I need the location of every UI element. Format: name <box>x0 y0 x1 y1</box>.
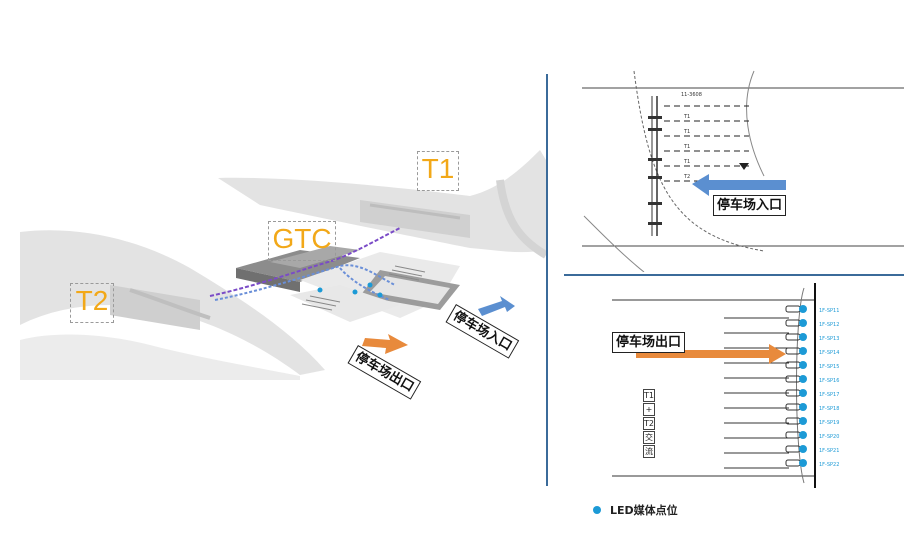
led-point-labels: 1F-SP11 1F-SP12 1F-SP13 1F-SP14 1F-SP15 … <box>819 308 840 468</box>
vertical-divider <box>546 74 548 486</box>
t1-label: T1 <box>417 151 459 191</box>
plan-exit-label: 停车场出口 <box>612 332 686 353</box>
exit-plan <box>612 283 816 488</box>
plan-exit-arrow <box>636 344 786 364</box>
plan-entrance-arrow <box>692 174 786 196</box>
led-point-legend-marker <box>593 506 601 514</box>
plan-entrance-label: 停车场入口 <box>713 195 787 216</box>
lane-codes: T1 T1 T1 T1 T2 <box>684 114 691 180</box>
legend-label: LED媒体点位 <box>610 504 678 517</box>
route-purple <box>209 227 401 297</box>
top-code: 11-3608 <box>681 92 702 98</box>
entrance-arrow <box>478 296 515 316</box>
airport-map <box>20 150 546 380</box>
gtc-label: GTC <box>268 221 336 261</box>
t2-label: T2 <box>70 283 114 323</box>
horizontal-divider <box>564 274 904 276</box>
vertical-sign: T1 + T2 交 流 <box>643 389 655 458</box>
entrance-plan <box>582 70 904 272</box>
exit-arrow <box>362 334 408 354</box>
